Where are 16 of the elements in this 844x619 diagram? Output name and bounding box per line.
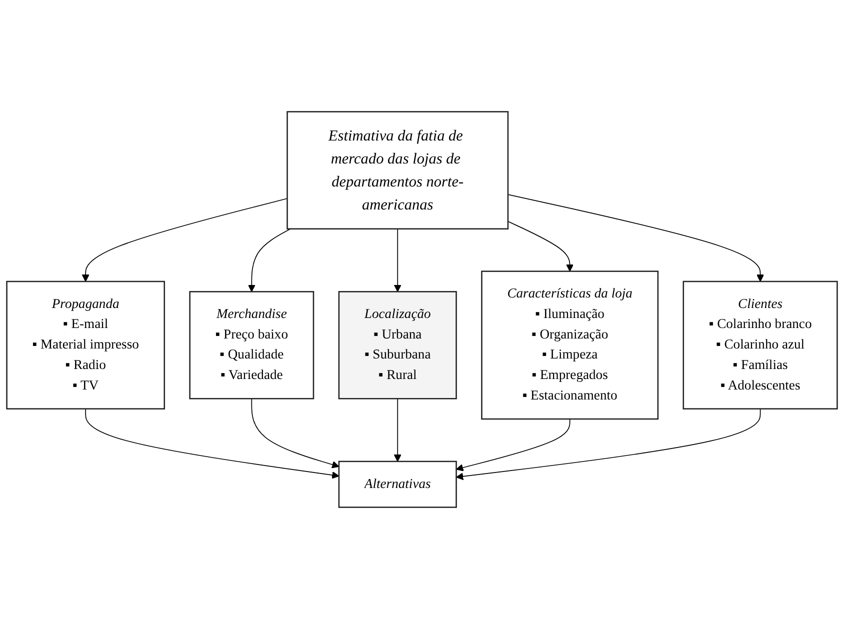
node-box: Clientes ▪ Colarinho branco ▪ Colarinho azul ▪ Famílias ▪ Adolescentes: [682, 280, 838, 410]
node-box: Estimativa da fatia de mercado das lojas de departamentos norte-americanas: [286, 111, 509, 230]
node-box: Propaganda ▪ E-mail ▪ Material impresso ▪ Radio ▪ TV: [6, 280, 166, 410]
arrow: [456, 418, 570, 472]
arrow: [508, 220, 574, 272]
node-box: Merchandise ▪ Preço baixo ▪ Qualidade ▪ Variedade: [189, 291, 314, 400]
node-box: Características da loja ▪ Iluminação ▪ Organização ▪ Limpeza ▪ Empregados ▪ Estacionamento: [481, 270, 659, 420]
arrow: [394, 398, 402, 462]
arrow: [251, 398, 340, 468]
arrow: [456, 408, 761, 480]
arrow: [394, 228, 402, 292]
arrow: [85, 408, 340, 479]
node-box: Localização ▪ Urbana ▪ Suburbana ▪ Rural: [338, 291, 457, 400]
arrow: [508, 194, 764, 282]
arrow: [82, 198, 288, 282]
arrow: [248, 228, 291, 292]
